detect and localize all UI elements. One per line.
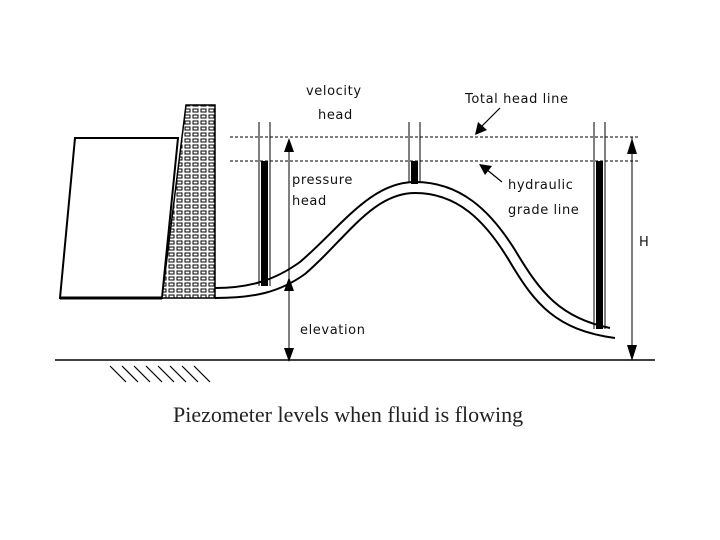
h-dimension-line bbox=[627, 137, 637, 361]
total-head-leader bbox=[475, 107, 501, 135]
piezometer-tube-1 bbox=[258, 122, 271, 286]
label-grade-line: grade line bbox=[508, 203, 579, 218]
label-total-head-line: Total head line bbox=[464, 92, 569, 107]
velocity-head-arrow-up bbox=[284, 138, 294, 152]
pipe-lower bbox=[214, 191, 616, 339]
label-pressure-head: head bbox=[292, 194, 327, 209]
label-velocity: velocity bbox=[306, 84, 362, 99]
label-hydraulic: hydraulic bbox=[508, 178, 574, 193]
label-velocity-head: head bbox=[318, 108, 353, 123]
piezometer-tube-2 bbox=[408, 122, 421, 184]
label-h: H bbox=[639, 235, 649, 250]
label-pressure: pressure bbox=[292, 173, 353, 188]
diagram-caption: Piezometer levels when fluid is flowing bbox=[173, 402, 523, 427]
label-elevation: elevation bbox=[300, 323, 366, 338]
ground-hatching bbox=[109, 365, 211, 383]
piezometer-tube-3 bbox=[593, 122, 606, 329]
elevation-arrow-up bbox=[284, 277, 294, 291]
head-dimension-line bbox=[284, 138, 294, 362]
dam-wall bbox=[161, 104, 216, 299]
elevation-arrow-down bbox=[284, 348, 294, 362]
reservoir-water bbox=[58, 137, 180, 299]
hydraulic-grade-leader bbox=[479, 164, 503, 183]
